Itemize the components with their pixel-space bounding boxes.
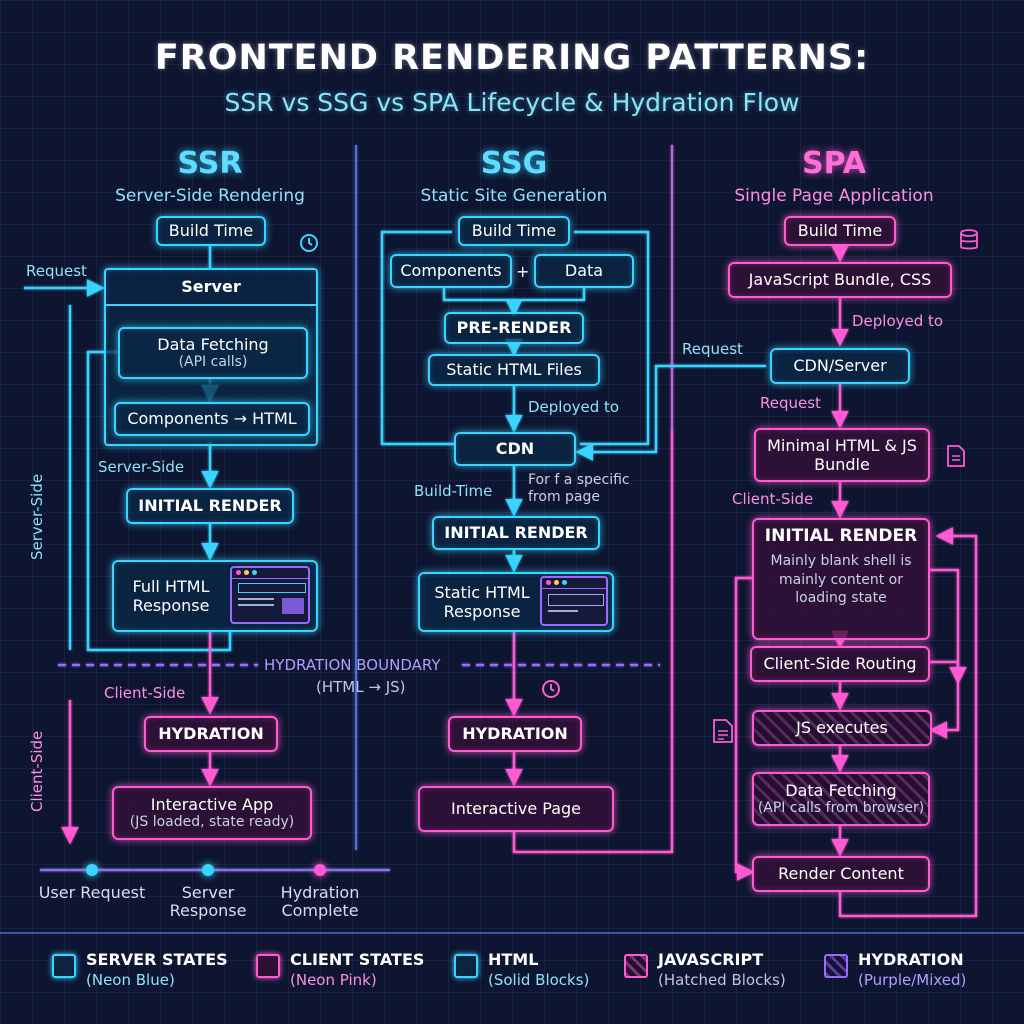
legend-sub-server: (Neon Blue) (86, 971, 175, 989)
timeline-dot-user-request (86, 864, 98, 876)
ssg-static-response-label: Static HTML Response (434, 582, 530, 621)
legend-title-server: SERVER STATES (86, 950, 228, 969)
spa-build-time: Build Time (784, 216, 896, 246)
document-icon (946, 444, 966, 472)
legend-sub-html: (Solid Blocks) (488, 971, 590, 989)
ssr-server-side-label: Server-Side (98, 458, 185, 476)
spa-client-side-routing: Client-Side Routing (750, 646, 930, 682)
spa-client-side-label: Client-Side (732, 490, 814, 508)
legend-swatch-hydration (824, 954, 848, 978)
browser-window-icon (540, 576, 608, 626)
ssg-note: For f a specific from page (528, 472, 630, 505)
ssr-interactive-app-label: Interactive App (150, 795, 274, 814)
ssg-interactive-page: Interactive Page (418, 786, 614, 832)
ssr-data-fetching: Data Fetching (API calls) (118, 327, 308, 379)
spa-initial-render: INITIAL RENDER Mainly blank shell is mai… (752, 518, 930, 640)
spa-minimal-html: Minimal HTML & JS Bundle (754, 428, 930, 482)
ssg-cdn: CDN (454, 432, 576, 466)
ssr-hydration: HYDRATION (144, 716, 278, 752)
spa-request-in: Request (682, 340, 743, 358)
spa-data-fetching: Data Fetching (API calls from browser) (752, 772, 930, 826)
clock-icon (298, 232, 320, 258)
legend-sub-client: (Neon Pink) (290, 971, 377, 989)
spa-deployed-to: Deployed to (852, 312, 944, 330)
spa-render-content: Render Content (752, 856, 930, 892)
spa-subtitle: Single Page Application (734, 186, 934, 206)
spa-js-executes: JS executes (752, 710, 932, 746)
ssr-components-html: Components → HTML (114, 402, 310, 436)
spa-title: SPA (801, 146, 867, 181)
timeline-label-server-response: Server Response (169, 883, 247, 921)
ssg-subtitle: Static Site Generation (420, 186, 608, 206)
ssr-interactive-app: Interactive App (JS loaded, state ready) (112, 786, 312, 840)
legend-sub-javascript: (Hatched Blocks) (658, 971, 786, 989)
legend-swatch-server (52, 954, 76, 978)
legend-title-javascript: JAVASCRIPT (658, 950, 764, 969)
legend-title-hydration: HYDRATION (858, 950, 964, 969)
legend-swatch-html (454, 954, 478, 978)
ssr-build-time: Build Time (156, 216, 266, 246)
ssg-pre-render: PRE-RENDER (444, 312, 584, 344)
legend-swatch-client (256, 954, 280, 978)
legend-title-client: CLIENT STATES (290, 950, 425, 969)
ssr-title: SSR (177, 146, 243, 181)
ssg-static-html-files: Static HTML Files (428, 354, 600, 386)
ssr-initial-render: INITIAL RENDER (126, 488, 294, 524)
ssg-build-time: Build Time (458, 216, 570, 246)
browser-window-icon (230, 566, 310, 624)
ssr-vertical-server-side: Server-Side (28, 473, 46, 560)
spa-cdn-server: CDN/Server (770, 348, 910, 384)
ssg-title: SSG (480, 146, 548, 181)
spa-js-bundle: JavaScript Bundle, CSS (728, 262, 952, 298)
timeline-label-hydration-complete: Hydration Complete (280, 883, 360, 921)
ssr-data-fetching-label: Data Fetching (157, 335, 269, 354)
legend-swatch-javascript (624, 954, 648, 978)
main-subtitle: SSR vs SSG vs SPA Lifecycle & Hydration … (224, 88, 800, 117)
ssr-request-label: Request (26, 262, 87, 280)
ssg-build-time-label: Build-Time (414, 482, 493, 500)
spa-initial-render-label: INITIAL RENDER (764, 526, 918, 546)
ssg-hydration: HYDRATION (448, 716, 582, 752)
timeline-label-user-request: User Request (38, 883, 146, 902)
hydration-boundary-sub: (HTML → JS) (316, 678, 406, 696)
ssg-initial-render: INITIAL RENDER (432, 516, 600, 550)
main-title: FRONTEND RENDERING PATTERNS: (154, 38, 870, 78)
legend-title-html: HTML (488, 950, 539, 969)
database-icon (958, 228, 980, 256)
timeline-dot-server-response (202, 864, 214, 876)
spa-minimal-html-label: Minimal HTML & JS Bundle (767, 435, 917, 474)
document-icon (712, 718, 734, 748)
spa-request: Request (760, 394, 821, 412)
ssr-subtitle: Server-Side Rendering (115, 186, 305, 206)
clock-icon (540, 678, 562, 704)
ssr-data-fetching-sub: (API calls) (178, 354, 248, 371)
legend-divider (0, 932, 1024, 934)
spa-data-fetching-label: Data Fetching (785, 781, 897, 800)
ssg-data: Data (534, 254, 634, 288)
ssr-full-html-label: Full HTML Response (132, 576, 210, 615)
ssr-vertical-client-side: Client-Side (28, 730, 46, 812)
legend-sub-hydration: (Purple/Mixed) (858, 971, 967, 989)
timeline-dot-hydration-complete (314, 864, 326, 876)
spa-initial-render-sub: Mainly blank shell is mainly content or … (770, 553, 912, 606)
spa-data-fetching-sub: (API calls from browser) (757, 800, 925, 817)
ssr-server-label: Server (106, 270, 316, 306)
hydration-boundary-label: HYDRATION BOUNDARY (264, 656, 441, 674)
ssg-components: Components (390, 254, 512, 288)
ssr-interactive-app-sub: (JS loaded, state ready) (129, 814, 295, 831)
ssr-client-side-label: Client-Side (104, 684, 186, 702)
ssg-deployed-to: Deployed to (528, 398, 620, 416)
ssg-plus: + (516, 262, 530, 281)
